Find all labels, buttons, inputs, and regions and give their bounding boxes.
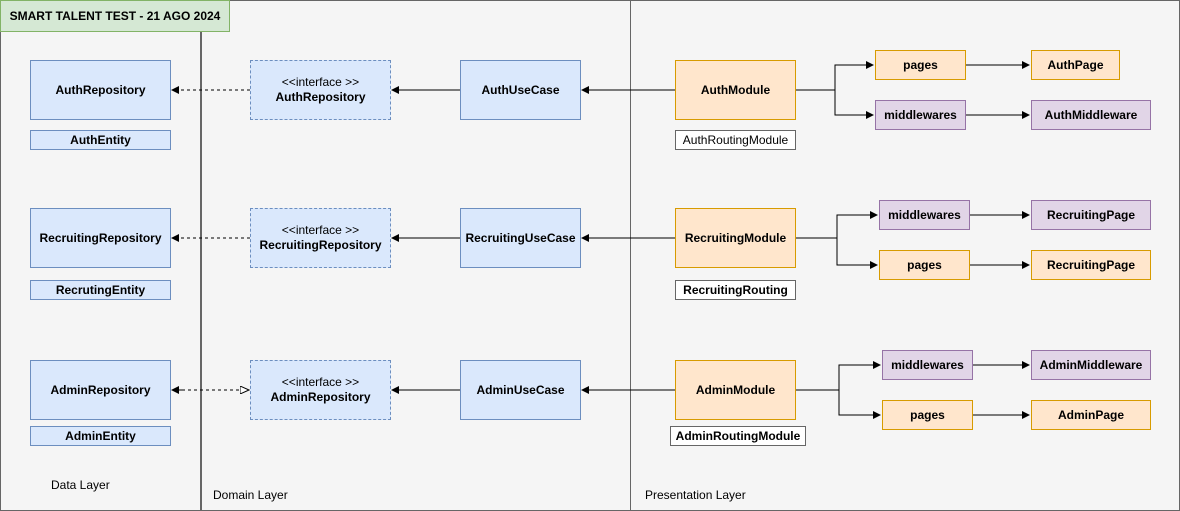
recruiting-module-label: RecruitingModule — [684, 230, 787, 245]
admin-middlewares-node[interactable]: middlewares — [882, 350, 973, 380]
admin-routing-module-node[interactable]: AdminRoutingModule — [670, 426, 806, 446]
auth-repository-interface-node[interactable]: <<interface >> AuthRepository — [250, 60, 391, 120]
admin-module-node[interactable]: AdminModule — [675, 360, 796, 420]
admin-repository-interface-node[interactable]: <<interface >> AdminRepository — [250, 360, 391, 420]
auth-repository-node[interactable]: AuthRepository — [30, 60, 171, 120]
admin-entity-label: AdminEntity — [65, 428, 136, 443]
auth-page-label: AuthPage — [1047, 57, 1104, 72]
recruiting-repository-node[interactable]: RecruitingRepository — [30, 208, 171, 268]
recruiting-page-node[interactable]: RecruitingPage — [1031, 250, 1151, 280]
domain-layer-label: Domain Layer — [213, 488, 288, 502]
auth-page-node[interactable]: AuthPage — [1031, 50, 1120, 80]
recruiting-middleware-page-node[interactable]: RecruitingPage — [1031, 200, 1151, 230]
diagram-title: SMART TALENT TEST - 21 AGO 2024 — [0, 0, 230, 32]
admin-repository-node[interactable]: AdminRepository — [30, 360, 171, 420]
admin-page-label: AdminPage — [1057, 407, 1124, 422]
admin-module-label: AdminModule — [695, 382, 776, 397]
recruiting-usecase-label: RecruitingUseCase — [465, 230, 576, 245]
presentation-layer-label: Presentation Layer — [645, 488, 746, 502]
auth-routing-module-label: AuthRoutingModule — [682, 132, 789, 147]
admin-usecase-label: AdminUseCase — [476, 382, 565, 397]
recruiting-page-label: RecruitingPage — [1046, 257, 1136, 272]
auth-entity-node[interactable]: AuthEntity — [30, 130, 171, 150]
auth-module-node[interactable]: AuthModule — [675, 60, 796, 120]
recruiting-repository-label: RecruitingRepository — [39, 230, 162, 245]
auth-usecase-node[interactable]: AuthUseCase — [460, 60, 581, 120]
admin-middlewares-label: middlewares — [891, 357, 964, 372]
recruiting-interface-label: RecruitingRepository — [259, 238, 382, 252]
admin-interface-stereotype: <<interface >> — [281, 375, 360, 389]
auth-interface-label: AuthRepository — [275, 90, 366, 104]
auth-middlewares-node[interactable]: middlewares — [875, 100, 966, 130]
auth-entity-label: AuthEntity — [70, 132, 131, 147]
recruiting-pages-node[interactable]: pages — [879, 250, 970, 280]
edge-recruiting-module-to-pages — [836, 238, 878, 269]
auth-usecase-label: AuthUseCase — [481, 82, 560, 97]
auth-pages-label: pages — [903, 57, 938, 72]
auth-interface-stereotype: <<interface >> — [281, 75, 360, 89]
edge-admin-module-to-middlewares — [795, 361, 881, 391]
auth-middleware-node[interactable]: AuthMiddleware — [1031, 100, 1151, 130]
auth-middleware-label: AuthMiddleware — [1044, 107, 1138, 122]
edge-auth-module-to-pages — [795, 61, 874, 91]
auth-pages-node[interactable]: pages — [875, 50, 966, 80]
data-layer-label: Data Layer — [51, 478, 110, 492]
admin-routing-module-label: AdminRoutingModule — [675, 428, 801, 443]
recruiting-pages-label: pages — [907, 257, 942, 272]
auth-middlewares-label: middlewares — [884, 107, 957, 122]
admin-pages-label: pages — [910, 407, 945, 422]
recruiting-entity-node[interactable]: RecrutingEntity — [30, 280, 171, 300]
recruiting-entity-label: RecrutingEntity — [55, 282, 146, 297]
recruiting-usecase-node[interactable]: RecruitingUseCase — [460, 208, 581, 268]
edge-auth-module-to-middlewares — [834, 90, 874, 119]
auth-routing-module-node[interactable]: AuthRoutingModule — [675, 130, 796, 150]
recruiting-middlewares-node[interactable]: middlewares — [879, 200, 970, 230]
recruiting-interface-stereotype: <<interface >> — [281, 223, 360, 237]
recruiting-routing-label: RecruitingRouting — [683, 282, 788, 297]
admin-middleware-node[interactable]: AdminMiddleware — [1031, 350, 1151, 380]
edge-admin-module-to-pages — [838, 390, 881, 419]
recruiting-routing-node[interactable]: RecruitingRouting — [675, 280, 796, 300]
admin-usecase-node[interactable]: AdminUseCase — [460, 360, 581, 420]
recruiting-module-node[interactable]: RecruitingModule — [675, 208, 796, 268]
auth-module-label: AuthModule — [700, 82, 771, 97]
admin-entity-node[interactable]: AdminEntity — [30, 426, 171, 446]
recruiting-repository-interface-node[interactable]: <<interface >> RecruitingRepository — [250, 208, 391, 268]
recruiting-middleware-page-label: RecruitingPage — [1046, 207, 1136, 222]
auth-repository-label: AuthRepository — [55, 82, 146, 97]
admin-repository-label: AdminRepository — [50, 382, 151, 397]
admin-page-node[interactable]: AdminPage — [1031, 400, 1151, 430]
edge-recruiting-module-to-middlewares — [795, 211, 878, 239]
admin-middleware-label: AdminMiddleware — [1039, 357, 1143, 372]
admin-pages-node[interactable]: pages — [882, 400, 973, 430]
admin-interface-label: AdminRepository — [270, 390, 371, 404]
recruiting-middlewares-label: middlewares — [888, 207, 961, 222]
